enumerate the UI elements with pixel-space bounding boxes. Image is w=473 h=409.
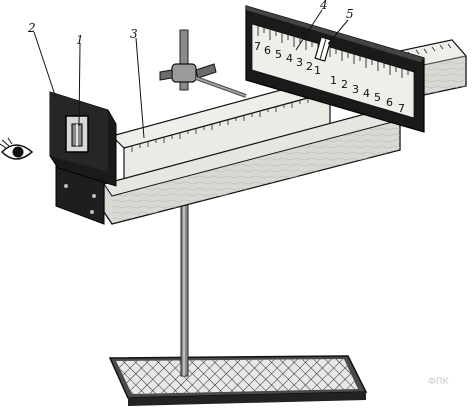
scale-number: 2 xyxy=(341,78,348,91)
label-3: 3 xyxy=(130,27,138,41)
scale-numbers-left: 7 6 5 4 3 2 1 xyxy=(254,40,321,77)
watermark: ФПК xyxy=(428,377,450,387)
rod-clamp xyxy=(159,63,247,98)
scale-number: 2 xyxy=(306,60,313,73)
label-5: 5 xyxy=(346,7,354,21)
label-2: 2 xyxy=(27,21,36,35)
scale-number: 5 xyxy=(275,48,282,61)
scale-number: 3 xyxy=(352,83,359,96)
scale-number: 3 xyxy=(296,56,303,69)
label-1: 1 xyxy=(76,33,84,47)
label-4: 4 xyxy=(319,0,328,12)
scale-number: 4 xyxy=(286,52,293,65)
scale-number: 1 xyxy=(314,64,321,77)
scale-number: 5 xyxy=(374,91,381,104)
stand-rod xyxy=(179,29,189,377)
measuring-scale xyxy=(245,5,425,133)
scale-numbers-right: 1 2 3 4 5 6 7 xyxy=(330,74,405,115)
leader-lines xyxy=(33,9,349,139)
slit-holder xyxy=(49,91,117,225)
scale-number: 7 xyxy=(254,40,261,53)
scale-number: 4 xyxy=(363,87,370,100)
eye-icon xyxy=(0,137,34,160)
scale-number: 6 xyxy=(386,96,393,109)
scale-number: 1 xyxy=(330,74,337,87)
stand-base xyxy=(108,355,368,406)
scale-number: 6 xyxy=(264,44,271,57)
scale-number: 7 xyxy=(398,102,405,115)
main-bar xyxy=(103,79,401,225)
